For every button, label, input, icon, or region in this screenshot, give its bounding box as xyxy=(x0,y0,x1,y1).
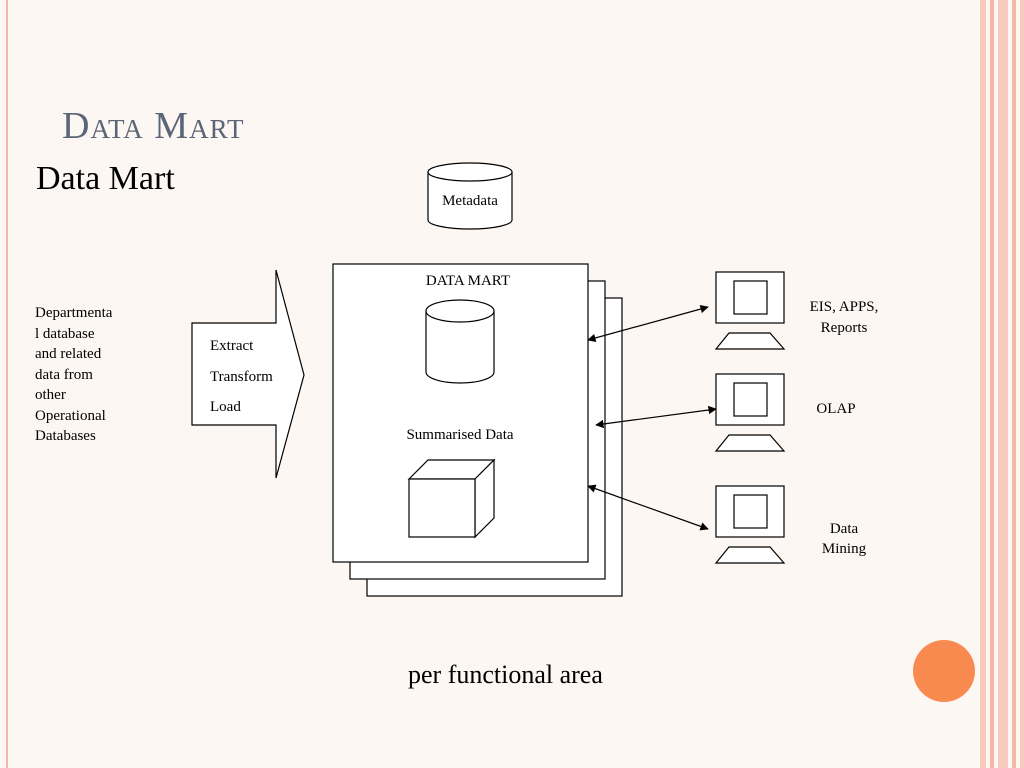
client-label-reports: EIS, APPS, xyxy=(810,299,879,315)
cube-icon xyxy=(407,458,496,539)
computer-icon xyxy=(714,485,786,564)
slide-title: Data Mart xyxy=(62,105,245,147)
client-label-olap: OLAP xyxy=(816,401,855,417)
source-line: l database xyxy=(35,326,95,342)
summarised-data-label: Summarised Data xyxy=(406,427,513,443)
arrow-to-olap xyxy=(595,405,717,429)
etl-step-load: Load xyxy=(210,399,241,415)
arrow-to-reports xyxy=(587,304,709,343)
etl-step-extract: Extract xyxy=(210,338,254,354)
client-label-reports: Reports xyxy=(821,320,868,336)
slide-caption: per functional area xyxy=(408,660,603,689)
client-label-data-mining: Mining xyxy=(822,541,867,557)
orange-circle-decoration xyxy=(913,640,975,702)
slide-subtitle: Data Mart xyxy=(36,160,175,197)
source-line: other xyxy=(35,387,66,403)
database-cylinder-icon xyxy=(425,299,495,384)
source-line: Operational xyxy=(35,408,106,424)
client-label-data-mining: Data xyxy=(830,521,859,537)
source-line: and related xyxy=(35,346,102,362)
source-line: Databases xyxy=(35,428,96,444)
source-databases-text: Departmenta l database and related data … xyxy=(35,305,113,444)
computer-icon xyxy=(714,373,786,452)
data-mart-label: DATA MART xyxy=(426,273,510,289)
metadata-cylinder-icon xyxy=(427,162,513,230)
source-line: Departmenta xyxy=(35,305,113,321)
computer-icon xyxy=(714,271,786,350)
etl-arrow-shape xyxy=(191,269,305,479)
source-line: data from xyxy=(35,367,93,383)
arrow-to-data-mining xyxy=(587,484,709,531)
right-stripe-decoration xyxy=(980,0,1024,768)
etl-step-transform: Transform xyxy=(210,369,273,385)
left-border-decoration xyxy=(0,0,8,768)
metadata-label: Metadata xyxy=(442,193,498,209)
